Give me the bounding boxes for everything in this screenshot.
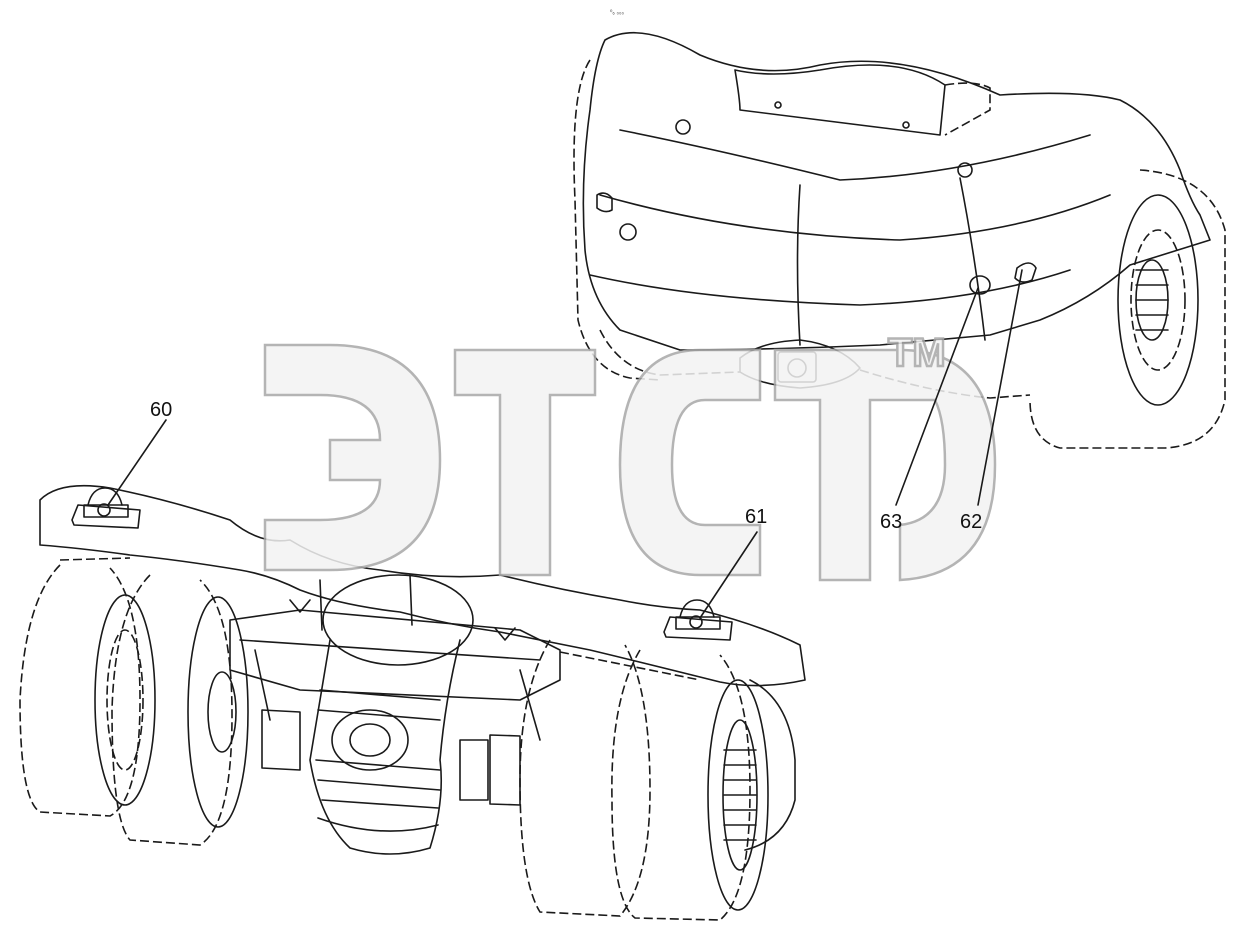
part-61-lamp-bracket bbox=[663, 599, 733, 641]
part-60-lamp-bracket bbox=[71, 487, 141, 529]
counterweight-wheel bbox=[1029, 169, 1226, 449]
callout-60: 60 bbox=[150, 399, 172, 421]
callout-63: 63 bbox=[880, 511, 902, 533]
leader-line-63 bbox=[895, 287, 979, 506]
leader-line-60 bbox=[107, 419, 167, 506]
callouts: 60 61 62 63 bbox=[107, 269, 1023, 619]
drawing-code: ⁰₆ ₀₀₀ bbox=[610, 9, 624, 16]
callout-62: 62 bbox=[960, 511, 982, 533]
drive-axle-assembly bbox=[19, 484, 806, 921]
watermark-logo: TM bbox=[263, 330, 997, 582]
leader-line-62 bbox=[977, 269, 1023, 506]
leader-line-61 bbox=[699, 531, 758, 619]
callout-61: 61 bbox=[745, 506, 767, 528]
trademark-mark: TM bbox=[888, 331, 946, 375]
